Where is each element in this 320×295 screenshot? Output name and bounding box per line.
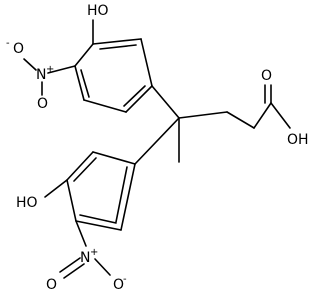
lower-oh-label: HO bbox=[16, 195, 38, 211]
lower-nitro-o-charge: - bbox=[123, 274, 127, 285]
upper-nitro-o-bond bbox=[23, 58, 37, 71]
lower-phenyl-ring bbox=[66, 117, 180, 231]
upper-oh-label: HO bbox=[87, 3, 109, 19]
carbonyl-c-bond bbox=[253, 102, 272, 129]
upper-nitro-o-charge: - bbox=[6, 38, 10, 49]
upper-nitro-bond bbox=[47, 65, 76, 74]
upper-phenyl-ring bbox=[74, 38, 153, 113]
molecule-canvas: HO N + O - O O OH bbox=[6, 3, 309, 293]
upper-nitro-n-charge: + bbox=[46, 64, 54, 75]
lower-nitro-o2-bond-2 bbox=[63, 263, 85, 279]
lower-nitro-o-label: O bbox=[113, 277, 124, 293]
lower-oh-bond bbox=[44, 179, 68, 198]
center-to-chain-bond bbox=[178, 111, 228, 119]
upper-nitro-o2-label: O bbox=[37, 96, 48, 112]
lower-nitro-o2-label: O bbox=[46, 277, 57, 293]
lower-nitro-n-label: N bbox=[80, 250, 90, 266]
acid-oh-label: OH bbox=[287, 132, 309, 148]
lower-nitro-bond bbox=[75, 220, 87, 247]
lower-nitro-o-bond bbox=[94, 258, 111, 276]
chain-bond bbox=[226, 111, 255, 129]
c-oh-bond bbox=[270, 102, 291, 129]
lower-nitro-o2-bond bbox=[59, 257, 81, 273]
upper-nitro-n-label: N bbox=[36, 67, 46, 83]
upper-ring-to-center-bond bbox=[151, 85, 180, 119]
acid-o-label: O bbox=[261, 68, 272, 84]
upper-nitro-o-label: O bbox=[13, 41, 24, 57]
lower-nitro-n-charge: + bbox=[90, 247, 98, 258]
structure-diagram: HO N + O - O O OH bbox=[6, 3, 309, 293]
